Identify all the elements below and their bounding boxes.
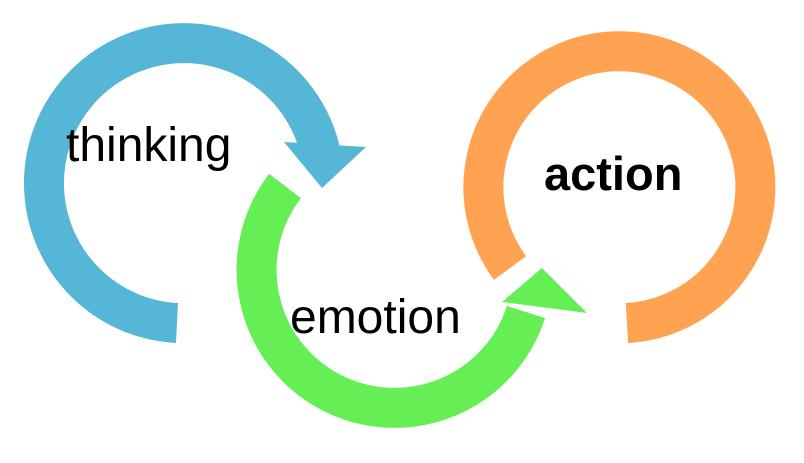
emotion-arc — [236, 173, 546, 428]
emotion-loop — [236, 173, 587, 428]
emotion-arrowhead — [502, 268, 587, 313]
thinking-arc — [24, 23, 340, 343]
action-label: action — [544, 147, 683, 200]
thinking-label: thinking — [66, 119, 232, 172]
action-loop — [463, 31, 776, 343]
emotion-label: emotion — [290, 291, 461, 344]
thinking-arrowhead — [284, 142, 366, 188]
thinking-loop — [24, 23, 366, 343]
action-arc — [463, 31, 776, 343]
